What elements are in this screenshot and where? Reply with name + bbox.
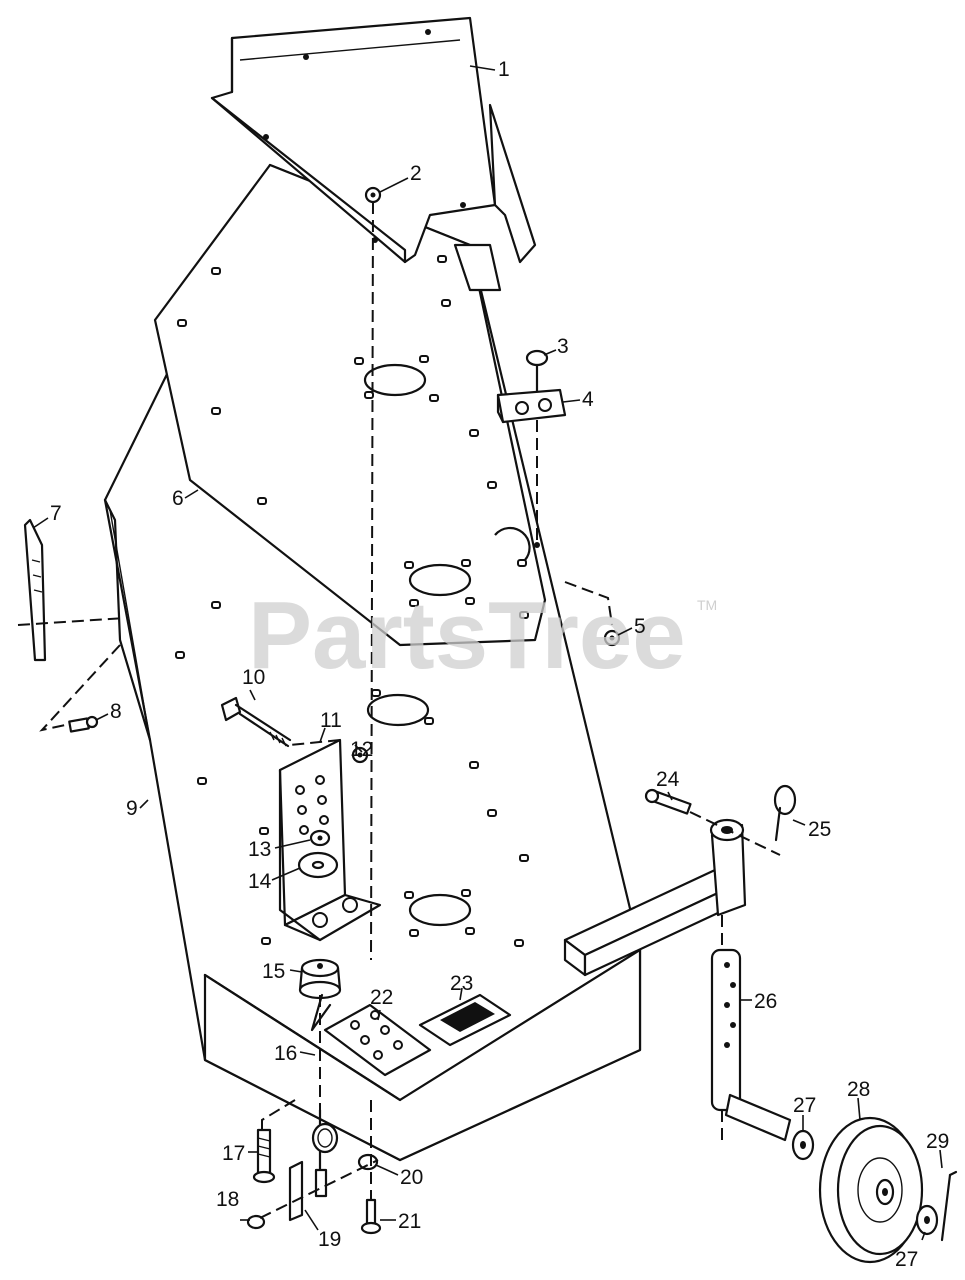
bolt-3 (525, 349, 549, 397)
clamp-4 (496, 388, 567, 424)
callout-2: 2 (410, 162, 422, 185)
callout-9: 9 (126, 797, 138, 820)
callout-29: 29 (926, 1130, 949, 1153)
bracket-11 (278, 738, 382, 942)
watermark: PartsTree (248, 582, 686, 689)
callout-8: 8 (110, 700, 122, 723)
bolt-17 (252, 1128, 276, 1184)
bushing-15 (298, 958, 342, 1000)
callout-1: 1 (498, 58, 510, 81)
nut-13 (309, 829, 331, 847)
pin-29 (940, 1170, 958, 1242)
washer-27b (915, 1204, 939, 1236)
callout-25: 25 (808, 818, 831, 841)
pin-16 (310, 993, 339, 1198)
screw-8 (68, 715, 99, 733)
callout-4: 4 (582, 388, 594, 411)
callout-15: 15 (262, 960, 285, 983)
callout-27a: 27 (793, 1094, 816, 1117)
inner-plate (153, 163, 547, 927)
base-box (203, 948, 642, 1162)
callout-3: 3 (557, 335, 569, 358)
bolt-10 (220, 696, 292, 748)
callout-12: 12 (350, 738, 373, 761)
plate-7 (23, 518, 47, 662)
callout-22: 22 (370, 986, 393, 1009)
callout-21: 21 (398, 1210, 421, 1233)
callout-17: 17 (222, 1142, 245, 1165)
screw-21 (360, 1198, 382, 1235)
decal-23 (418, 993, 512, 1047)
nut-2 (364, 186, 382, 204)
watermark-trademark: TM (697, 597, 717, 613)
mounting-holes (175, 29, 540, 947)
decal-22 (323, 1003, 432, 1077)
callout-28: 28 (847, 1078, 870, 1101)
callout-5: 5 (634, 615, 646, 638)
nut-5 (603, 629, 621, 647)
washer-14 (297, 851, 339, 879)
callout-27b: 27 (895, 1248, 918, 1271)
callout-24: 24 (656, 768, 680, 791)
bolt-24 (644, 788, 692, 815)
nut-20 (357, 1153, 379, 1171)
washer-27a (791, 1129, 815, 1161)
callout-10: 10 (242, 666, 265, 689)
top-shield (210, 16, 537, 264)
callout-13: 13 (248, 838, 271, 861)
caster-arm (563, 818, 747, 977)
callout-6: 6 (172, 487, 184, 510)
clip-19 (288, 1160, 304, 1222)
wheel-28 (818, 1116, 924, 1264)
nut-12 (351, 746, 369, 764)
callout-20: 20 (400, 1166, 423, 1189)
callout-11: 11 (320, 709, 342, 732)
callout-26: 26 (754, 990, 777, 1013)
callout-7: 7 (50, 502, 62, 525)
leader-lines (32, 65, 943, 1241)
callout-14: 14 (248, 870, 272, 893)
screw-18 (246, 1214, 266, 1230)
assembly-lines (17, 201, 781, 1219)
post-26 (710, 948, 792, 1142)
callout-23: 23 (450, 972, 473, 995)
callouts: 1 2 3 4 5 6 7 8 9 10 11 12 13 14 15 16 1… (50, 58, 949, 1271)
callout-19: 19 (318, 1228, 341, 1251)
pin-25 (773, 784, 797, 842)
callout-16: 16 (274, 1042, 297, 1065)
callout-18: 18 (216, 1188, 239, 1211)
